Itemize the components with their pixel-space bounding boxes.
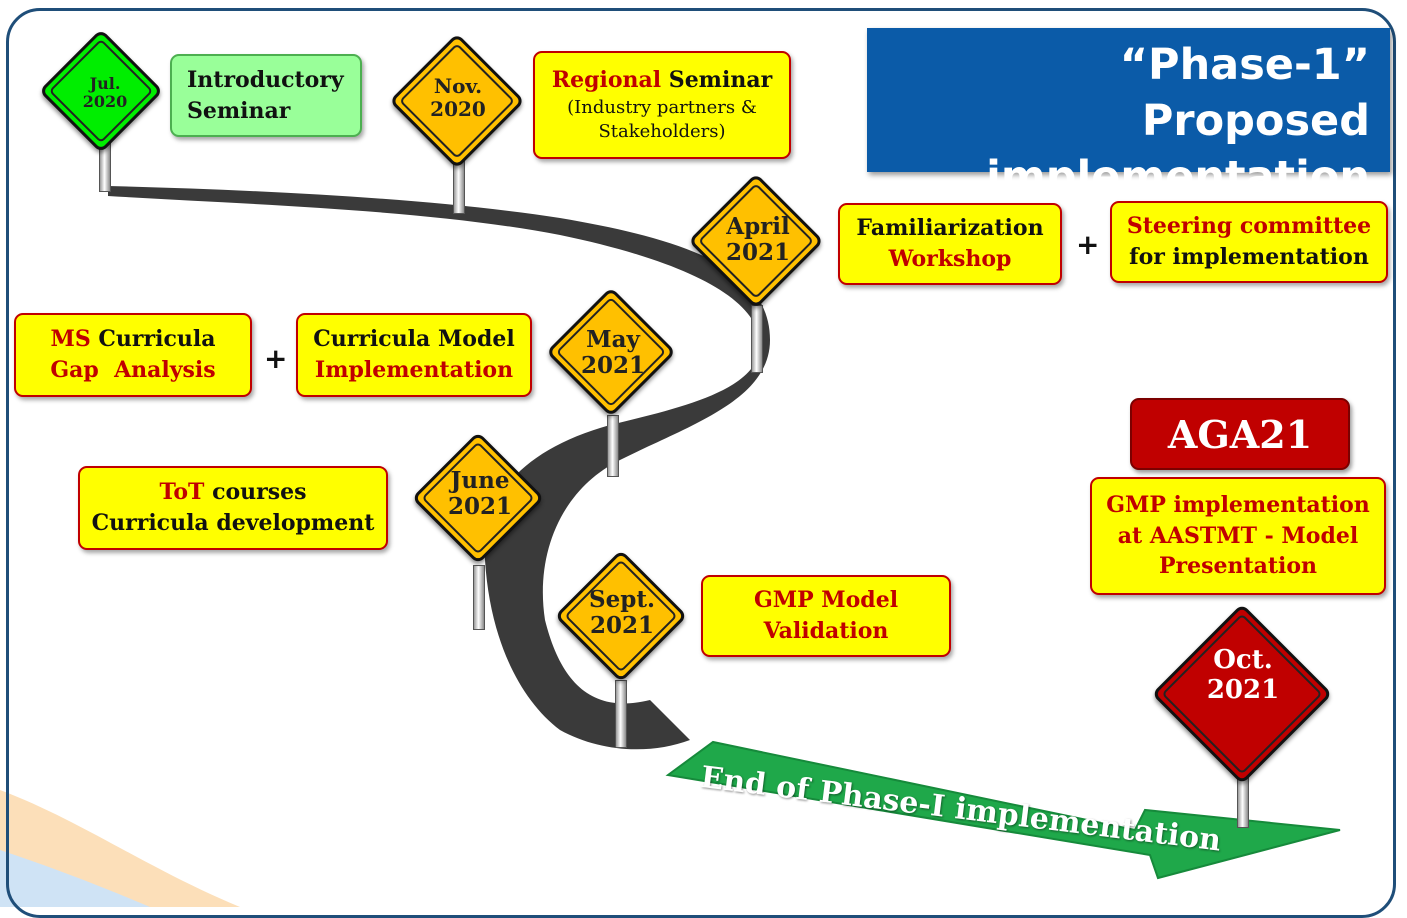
- box-introductory-seminar: Introductory Seminar: [170, 54, 362, 137]
- box-familiarization-workshop: Familiarization Workshop: [838, 203, 1062, 285]
- pole-may-2021: [607, 415, 619, 477]
- box-ms-curricula-gap: MS Curricula Gap Analysis: [14, 313, 252, 397]
- plus-sign-1: +: [1076, 228, 1100, 261]
- box-gmp-model-validation: GMP Model Validation: [701, 575, 951, 657]
- box-tot-courses: ToT courses Curricula development: [78, 466, 388, 550]
- pole-apr-2021: [751, 305, 763, 373]
- milestone-label-sep-2021: Sept.2021: [589, 586, 655, 640]
- plus-sign-2: +: [264, 342, 288, 375]
- milestone-label-jul-2020: Jul.2020: [82, 74, 128, 112]
- box-curricula-model: Curricula Model Implementation: [296, 313, 532, 397]
- title-line-1: “Phase-1” Proposed: [1119, 40, 1370, 146]
- pole-sep-2021: [615, 680, 627, 748]
- milestone-label-oct-2021: Oct.2021: [1206, 645, 1280, 705]
- pole-jun-2021: [473, 565, 485, 630]
- page-title: “Phase-1” Proposed implementation plan: [867, 28, 1390, 258]
- box-gmp-presentation: GMP implementation at AASTMT - Model Pre…: [1090, 477, 1386, 595]
- milestone-label-nov-2020: Nov.2020: [430, 74, 486, 121]
- aga21-badge: AGA21: [1130, 398, 1350, 470]
- box-steering-committee: Steering committee for implementation: [1110, 201, 1388, 283]
- box-regional-seminar: Regional Seminar (Industry partners & St…: [533, 51, 791, 159]
